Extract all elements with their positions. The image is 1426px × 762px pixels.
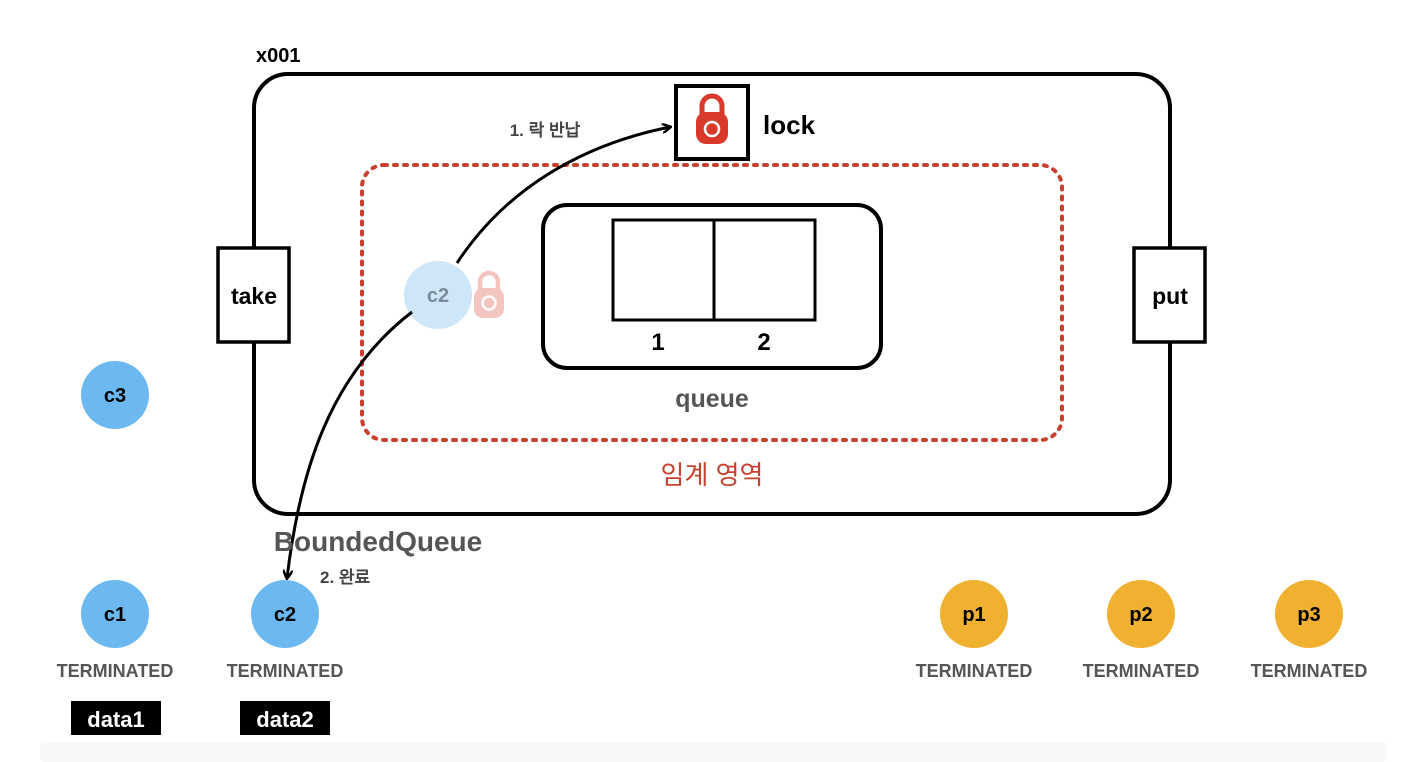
thread-c2-data-bg: [240, 701, 330, 735]
thread-c1-state: TERMINATED: [57, 661, 174, 681]
lock-icon: [696, 93, 728, 144]
ghost-thread-c2-label: c2: [427, 285, 449, 307]
thread-c2: [251, 580, 319, 648]
ghost-lock-icon: [474, 270, 504, 318]
thread-p3-state: TERMINATED: [1251, 661, 1368, 681]
footer-strip: [40, 742, 1386, 762]
step-2-label: 2. 완료: [320, 568, 371, 587]
queue-slot-2: [712, 218, 817, 322]
put-method-box: [1132, 246, 1207, 344]
object-address: x001: [256, 45, 301, 67]
thread-c2-label: c2: [274, 604, 296, 626]
thread-c1-data-bg: [71, 701, 161, 735]
thread-p1: [940, 580, 1008, 648]
ghost-thread-c2: [404, 261, 472, 329]
thread-p2: [1107, 580, 1175, 648]
step-1-label: 1. 락 반납: [510, 121, 581, 140]
thread-c1: [81, 580, 149, 648]
queue-slot-2-label: 2: [757, 329, 770, 356]
thread-p3-label: p3: [1297, 604, 1320, 626]
thread-p2-label: p2: [1129, 604, 1152, 626]
thread-c2-data: data2: [256, 707, 313, 732]
object-name: BoundedQueue: [274, 526, 482, 557]
queue-slot-1: [611, 218, 716, 322]
thread-p2-state: TERMINATED: [1083, 661, 1200, 681]
queue-label: queue: [675, 385, 749, 413]
thread-c3: [81, 361, 149, 429]
critical-section-border: [360, 163, 1064, 442]
take-label: take: [231, 283, 277, 309]
queue-box: [541, 203, 883, 370]
thread-p1-state: TERMINATED: [916, 661, 1033, 681]
lock-label: lock: [763, 110, 816, 140]
critical-section-label: 임계 영역: [661, 460, 764, 490]
thread-c1-data: data1: [87, 707, 144, 732]
thread-c1-label: c1: [104, 604, 126, 626]
thread-c2-state: TERMINATED: [227, 661, 344, 681]
thread-p1-label: p1: [962, 604, 985, 626]
thread-p3: [1275, 580, 1343, 648]
queue-slot-1-label: 1: [651, 329, 664, 356]
thread-c3-label: c3: [104, 385, 126, 407]
arrow-return-lock: [455, 127, 670, 264]
arrow-complete: [287, 310, 413, 578]
put-label: put: [1152, 283, 1188, 309]
take-method-box: [216, 246, 291, 344]
